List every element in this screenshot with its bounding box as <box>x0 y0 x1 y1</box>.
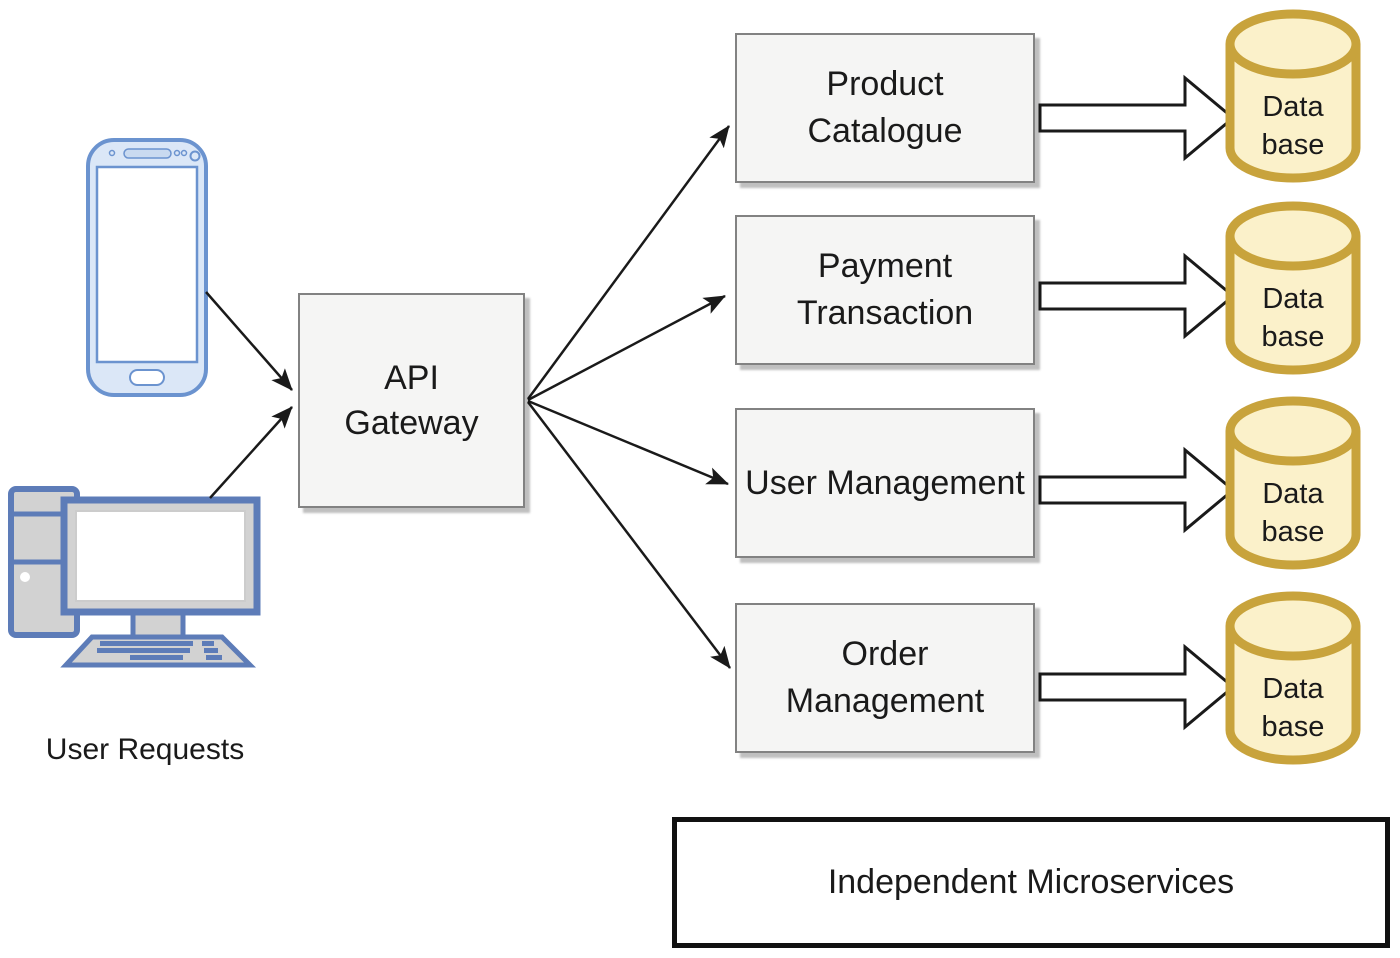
database-label-line2: base <box>1261 129 1325 161</box>
phone-sensor-dot <box>108 149 116 157</box>
database-label-line1: Data <box>1262 283 1324 315</box>
user-requests-label: User Requests <box>45 733 245 766</box>
database-cylinder-4 <box>1225 591 1361 765</box>
service-label-line1: User Management <box>745 463 1025 502</box>
block-arrow-to-database-2 <box>1038 252 1236 340</box>
tower-power-light <box>20 572 30 582</box>
database-label-1: Data base <box>1228 88 1358 168</box>
monitor-screen <box>75 510 246 602</box>
database-label-line1: Data <box>1262 91 1324 123</box>
phone-home-button <box>129 369 165 386</box>
database-label-4: Data base <box>1228 670 1358 750</box>
database-cylinder-3 <box>1225 396 1361 570</box>
database-label-line1: Data <box>1262 673 1324 705</box>
flow-arrow-gateway-to-order-management <box>527 401 731 669</box>
phone-speaker <box>123 148 172 159</box>
database-cylinder-1 <box>1225 9 1361 183</box>
database-label-line2: base <box>1261 321 1325 353</box>
api-gateway-label-line2: Gateway <box>344 403 479 442</box>
service-label-line2: Management <box>785 682 985 720</box>
phone-sensor-dot <box>173 149 181 157</box>
service-label-line1: Product <box>826 65 944 103</box>
service-node-user-management: User Management <box>735 408 1035 558</box>
service-label-line1: Payment <box>817 247 953 285</box>
service-label-line1: Order <box>841 635 929 673</box>
block-arrow-to-database-3 <box>1038 446 1236 534</box>
service-label-line2: Catalogue <box>807 112 963 150</box>
desktop-computer-icon <box>8 486 261 668</box>
flow-arrow-gateway-to-user-management <box>527 399 729 486</box>
database-label-3: Data base <box>1228 475 1358 555</box>
database-label-2: Data base <box>1228 280 1358 360</box>
flow-arrow-phone-to-gateway <box>205 291 293 391</box>
api-gateway-label-line1: API <box>384 358 439 397</box>
service-node-order-management: Order Management <box>735 603 1035 753</box>
block-arrow-to-database-4 <box>1038 643 1236 731</box>
database-label-line1: Data <box>1262 478 1324 510</box>
service-node-payment-transaction: Payment Transaction <box>735 215 1035 365</box>
independent-microservices-label: Independent Microservices <box>827 863 1235 901</box>
independent-microservices-frame: Independent Microservices <box>672 817 1390 948</box>
flow-arrow-gateway-to-product-catalogue <box>526 125 731 400</box>
service-label-line2: Transaction <box>796 294 974 332</box>
phone-sensor-dot <box>180 149 188 157</box>
service-node-product-catalogue: Product Catalogue <box>735 33 1035 183</box>
smartphone-icon <box>86 138 208 397</box>
database-label-line2: base <box>1261 711 1325 743</box>
phone-camera <box>189 150 201 162</box>
flow-arrow-computer-to-gateway <box>209 406 293 499</box>
flow-arrow-gateway-to-payment-transaction <box>527 294 726 402</box>
database-label-line2: base <box>1261 516 1325 548</box>
api-gateway-node: API Gateway <box>298 293 525 508</box>
database-cylinder-2 <box>1225 201 1361 375</box>
block-arrow-to-database-1 <box>1038 74 1236 162</box>
